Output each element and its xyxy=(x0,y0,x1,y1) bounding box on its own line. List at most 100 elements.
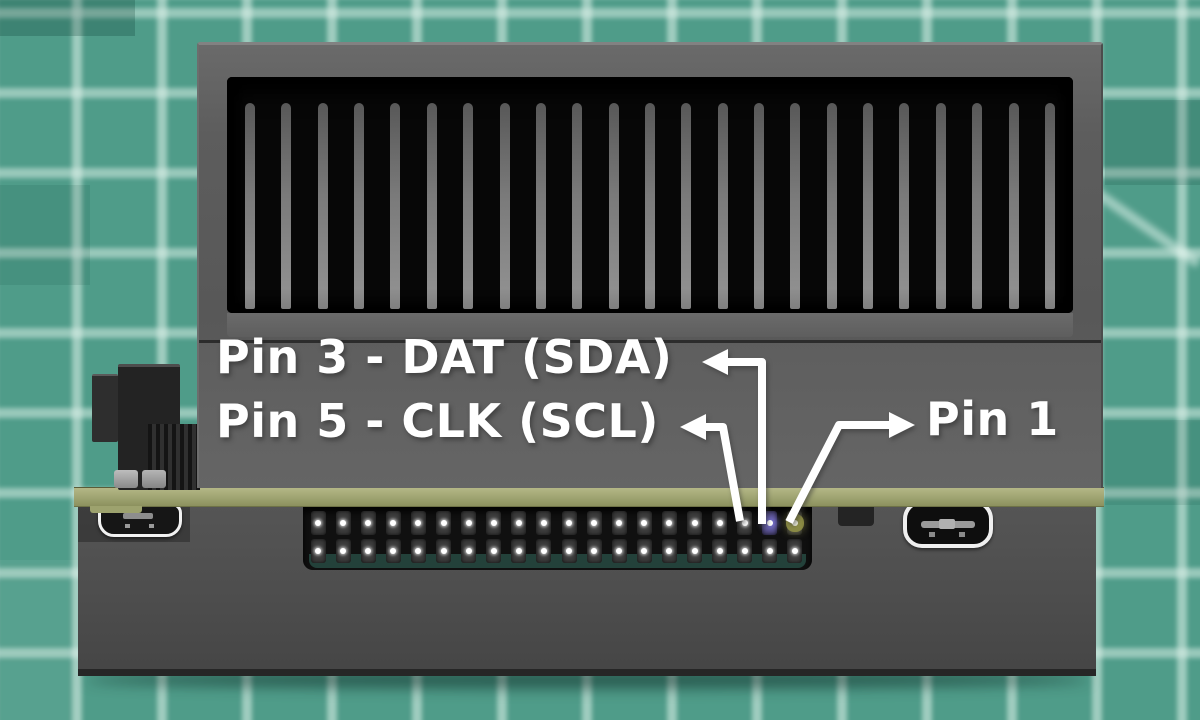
gpio-pin xyxy=(561,511,577,535)
gpio-pin xyxy=(511,511,527,535)
gpio-pin-tip xyxy=(515,548,522,554)
gpio-pin xyxy=(436,511,451,535)
heatsink-fin xyxy=(499,103,510,309)
gpio-pin-tip xyxy=(716,520,723,526)
gpio-pin xyxy=(661,511,677,535)
heatsink-fin xyxy=(1008,103,1019,309)
gpio-pin-tip xyxy=(490,548,497,554)
gpio-header-recess xyxy=(303,506,812,570)
gpio-pin xyxy=(410,539,426,563)
gpio-pin-column xyxy=(712,506,728,570)
left-connector-step xyxy=(92,374,118,442)
label-pin1: Pin 1 xyxy=(926,392,1059,446)
gpio-pin-column xyxy=(762,506,778,570)
gpio-pin-tip xyxy=(791,520,798,526)
gpio-pin-header xyxy=(303,506,812,570)
gpio-pin xyxy=(586,539,602,563)
heatsink-fin xyxy=(826,103,837,309)
left-connector-solder-tab xyxy=(142,470,166,488)
label-pin3-sda: Pin 3 - DAT (SDA) xyxy=(216,330,673,384)
gpio-pin xyxy=(687,539,702,563)
heatsink-fin xyxy=(354,103,365,309)
usb-c-tongue-bump xyxy=(939,519,955,529)
gpio-pin-tip xyxy=(390,520,397,526)
heatsink-fin xyxy=(790,103,801,309)
gpio-pin-tip xyxy=(315,548,321,554)
gpio-pin xyxy=(737,539,753,563)
gpio-pin xyxy=(712,539,728,563)
gpio-pin-tip xyxy=(791,548,798,554)
base-small-notch xyxy=(838,506,874,526)
heatsink-fin xyxy=(608,103,619,309)
gpio-pin-tip xyxy=(641,548,648,554)
gpio-pin xyxy=(436,539,451,563)
gpio-pin-column xyxy=(661,506,677,570)
gpio-pin-tip xyxy=(591,520,598,526)
base-bottom-edge xyxy=(78,669,1096,676)
gpio-pin xyxy=(335,539,351,563)
gpio-pin-column xyxy=(486,506,502,570)
gpio-pin-tip xyxy=(566,548,572,554)
gpio-pin-tip xyxy=(616,548,623,554)
pcb-edge xyxy=(74,487,1104,513)
gpio-pin xyxy=(636,539,652,563)
gpio-pin xyxy=(511,539,527,563)
heatsink-fin-recess xyxy=(227,77,1073,313)
gpio-pin-column xyxy=(787,506,803,570)
gpio-pin-tip xyxy=(490,520,497,526)
gpio-pin-tip xyxy=(440,548,447,554)
gpio-pin xyxy=(636,511,652,535)
gpio-pin-tip xyxy=(741,520,748,526)
gpio-pin-tip xyxy=(440,520,447,526)
gpio-pin xyxy=(611,511,627,535)
gpio-pin-tip xyxy=(766,548,773,554)
heatsink-fin xyxy=(572,103,583,309)
usb-c-pin xyxy=(959,532,965,537)
gpio-pin-column xyxy=(360,506,376,570)
gpio-pin xyxy=(536,539,552,563)
gpio-recess-pcb-glint xyxy=(309,554,806,568)
gpio-pin xyxy=(787,539,803,563)
gpio-pin-tip xyxy=(666,520,673,526)
gpio-pin-tip xyxy=(465,520,472,526)
gpio-pin-tip xyxy=(415,520,422,526)
gpio-pin-column xyxy=(636,506,652,570)
heatsink-fin xyxy=(899,103,910,309)
gpio-pin-3-sda xyxy=(762,511,778,535)
heatsink-fin xyxy=(1044,103,1055,309)
micro-usb-pin xyxy=(125,524,130,528)
heatsink-fin xyxy=(863,103,874,309)
heatsink-fin-sill xyxy=(227,313,1073,337)
gpio-pin-tip xyxy=(390,548,397,554)
gpio-pin-tip xyxy=(540,548,547,554)
gpio-pin-tip xyxy=(340,520,347,526)
gpio-pin-column xyxy=(461,506,477,570)
carrier-base xyxy=(78,500,1096,676)
micro-usb-contact xyxy=(123,513,153,519)
gpio-pin-column xyxy=(436,506,451,570)
gpio-pin-5-scl xyxy=(737,511,753,535)
heatsink-fin xyxy=(681,103,692,309)
gpio-pin-column xyxy=(737,506,753,570)
cutting-mat-diagonal-mark xyxy=(1087,183,1200,268)
heatsink-fin xyxy=(390,103,401,309)
gpio-pin xyxy=(360,511,376,535)
gpio-pin-tip xyxy=(641,520,648,526)
gpio-pin-column xyxy=(511,506,527,570)
gpio-pin-tip xyxy=(340,548,347,554)
gpio-pin-tip xyxy=(691,548,698,554)
gpio-pin xyxy=(536,511,552,535)
heatsink-seam-line xyxy=(199,340,1101,343)
heatsink-fin xyxy=(426,103,437,309)
gpio-pin-column xyxy=(687,506,702,570)
gpio-pin-tip xyxy=(716,548,723,554)
heatsink-fin xyxy=(463,103,474,309)
gpio-pin-tip xyxy=(766,520,773,526)
gpio-pin-tip xyxy=(591,548,598,554)
usb-c-pin xyxy=(929,532,935,537)
gpio-pin xyxy=(461,539,477,563)
gpio-pin-tip xyxy=(465,548,472,554)
heatsink-fin xyxy=(935,103,946,309)
gpio-pin xyxy=(561,539,577,563)
